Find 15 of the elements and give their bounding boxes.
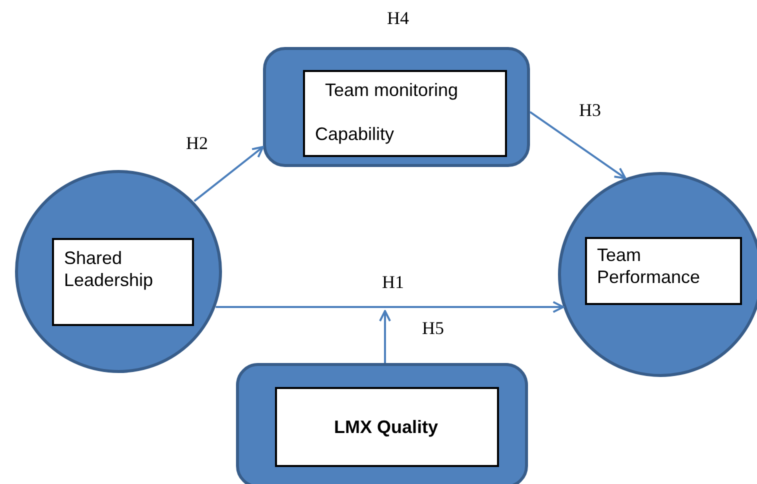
rounded-box — [263, 47, 530, 167]
box-text: LMX Quality — [334, 417, 440, 439]
rounded-box — [236, 363, 528, 484]
text-box — [303, 70, 507, 157]
arrow — [529, 111, 626, 180]
arrow — [216, 301, 564, 313]
box-text: Team Performance — [597, 245, 702, 288]
text-box — [275, 387, 499, 467]
text-box — [585, 237, 742, 305]
box-text: Shared Leadership — [64, 248, 154, 292]
arrow — [194, 146, 264, 202]
arrow — [379, 310, 391, 363]
box-text: Team monitoring — [325, 80, 460, 102]
box-text: Capability — [315, 124, 396, 146]
text-box — [52, 238, 194, 326]
